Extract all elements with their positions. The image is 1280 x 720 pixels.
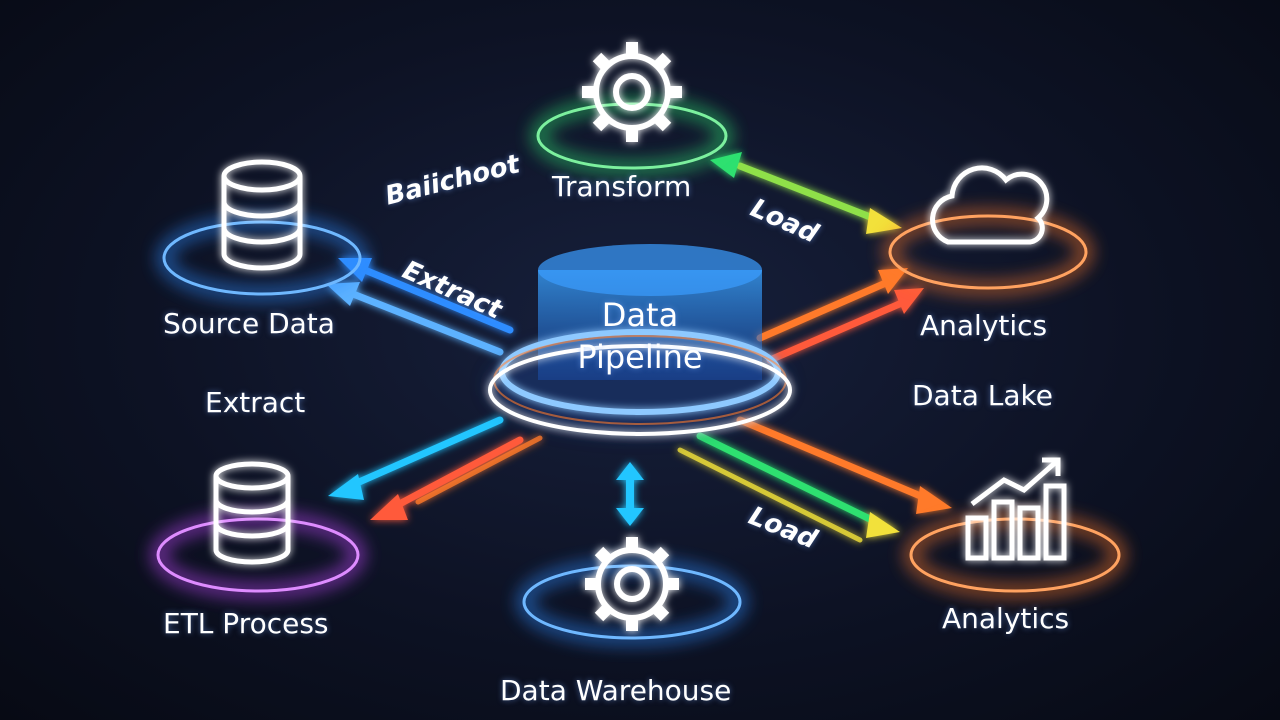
arrow-load-transform-to-analytics <box>710 152 902 234</box>
database-icon <box>213 461 291 565</box>
node-label-source-data: Source Data <box>163 307 335 340</box>
pipeline-title-line2: Pipeline <box>577 338 703 376</box>
node-label-analytics-bottom: Analytics <box>942 602 1070 635</box>
connectors <box>326 152 952 543</box>
node-label-analytics-top: Analytics <box>920 309 1048 342</box>
gear-icon <box>585 537 679 631</box>
node-label-data-lake: Data Lake <box>912 379 1053 412</box>
pipeline-title-line1: Data <box>601 296 679 334</box>
pipeline-title: Data Pipeline <box>540 294 740 378</box>
node-label-transform: Transform <box>552 170 692 203</box>
arrow-center-to-warehouse <box>616 462 644 526</box>
arrow-center-to-etl <box>328 416 543 520</box>
pipeline-hub <box>488 244 792 436</box>
arrow-center-to-analytics-top <box>756 268 924 364</box>
node-label-etl-process: ETL Process <box>163 607 329 640</box>
database-icon <box>221 159 303 271</box>
flow-label-extract-side: Extract <box>205 386 306 419</box>
node-label-data-warehouse: Data Warehouse <box>500 674 732 707</box>
arrow-load-center-to-analytics-bottom <box>677 416 952 543</box>
cloud-icon <box>930 165 1050 245</box>
gear-icon <box>582 42 682 142</box>
bar-chart-icon <box>965 457 1067 561</box>
